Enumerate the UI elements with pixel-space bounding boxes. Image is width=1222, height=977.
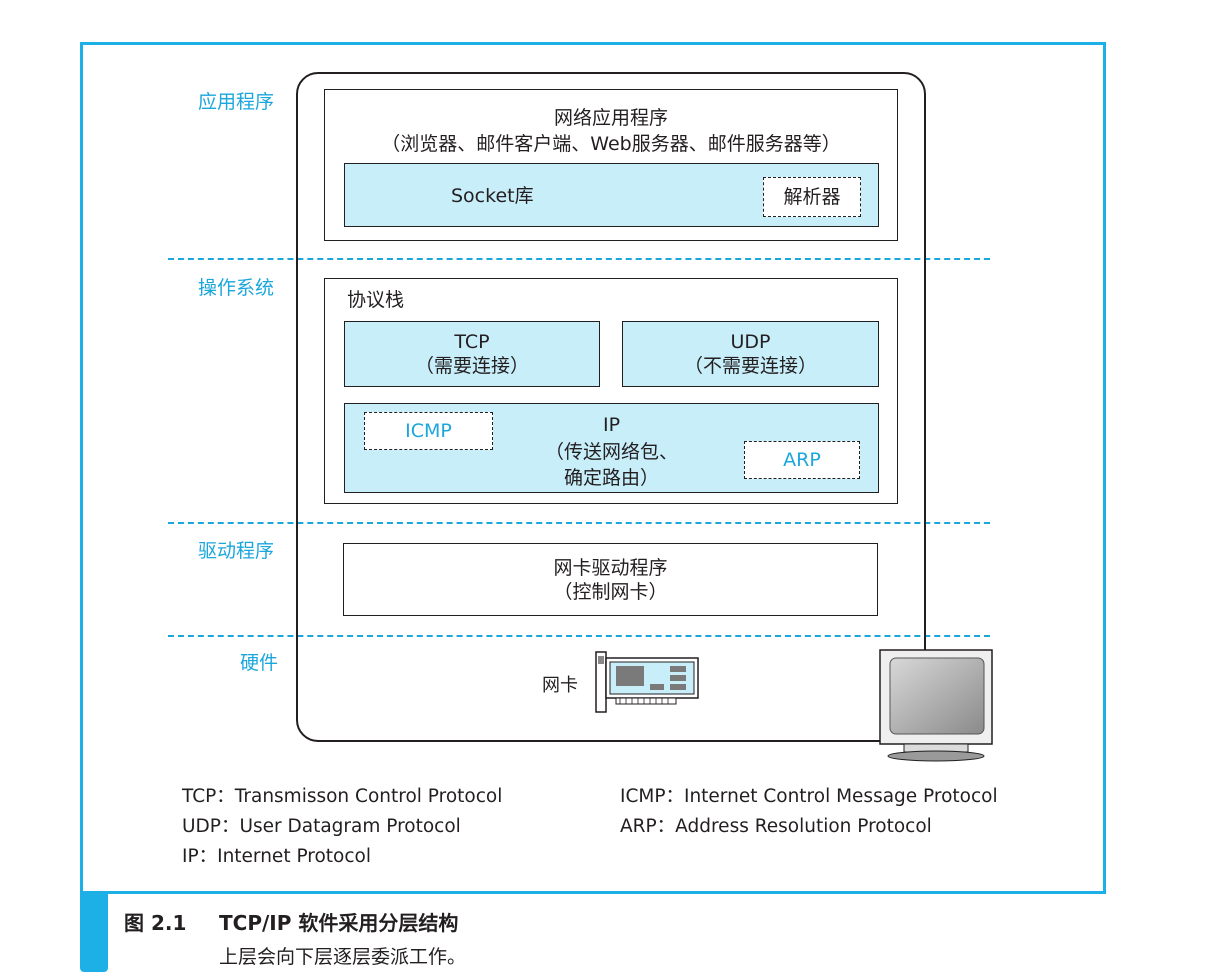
arp-box: ARP — [744, 441, 860, 479]
protocol-stack-title: 协议栈 — [347, 289, 405, 311]
figure-subtitle: 上层会向下层逐层委派工作。 — [219, 946, 467, 968]
udp-note: （不需要连接） — [683, 355, 817, 377]
caption-tab — [80, 894, 108, 972]
network-application-title: 网络应用程序 — [553, 107, 668, 129]
icmp-box: ICMP — [364, 412, 493, 450]
nic-label: 网卡 — [542, 675, 578, 696]
tcp-box: TCP （需要连接） — [344, 321, 600, 387]
legend-icmp: ICMP：Internet Control Message Protocol — [620, 786, 998, 807]
resolver-box: 解析器 — [763, 177, 861, 217]
layer-label-application: 应用程序 — [198, 91, 275, 113]
ip-box: IP （传送网络包、 确定路由） ICMP ARP — [344, 403, 879, 493]
arp-label: ARP — [783, 449, 821, 471]
layer-separator-os-driver — [168, 522, 990, 524]
icmp-label: ICMP — [405, 420, 452, 442]
tcp-note: （需要连接） — [414, 355, 529, 377]
ip-note-line-1: （传送网络包、 — [544, 441, 678, 463]
ip-note-line-2: 确定路由） — [563, 467, 659, 489]
protocol-stack-box: 协议栈 TCP （需要连接） UDP （不需要连接） IP （传送网络包、 确定… — [324, 278, 898, 504]
layer-label-os: 操作系统 — [198, 277, 275, 299]
legend-ip: IP：Internet Protocol — [182, 846, 372, 867]
figure-frame — [80, 42, 1106, 894]
legend-tcp: TCP：Transmisson Control Protocol — [182, 786, 503, 807]
socket-library-label: Socket库 — [451, 185, 534, 207]
legend-udp: UDP：User Datagram Protocol — [182, 816, 461, 837]
computer-monitor-icon — [879, 649, 993, 762]
layer-separator-app-os — [168, 258, 990, 260]
nic-driver-note: （控制网卡） — [553, 580, 668, 603]
figure-number: 图 2.1 — [124, 911, 187, 935]
tcp-label: TCP — [454, 331, 490, 353]
layer-label-driver: 驱动程序 — [198, 540, 275, 562]
network-application-subtitle: （浏览器、邮件客户端、Web服务器、邮件服务器等） — [381, 133, 841, 155]
network-card-icon — [595, 651, 699, 713]
network-application-box: 网络应用程序 （浏览器、邮件客户端、Web服务器、邮件服务器等） Socket库… — [324, 89, 898, 241]
udp-label: UDP — [730, 331, 771, 353]
udp-box: UDP （不需要连接） — [622, 321, 879, 387]
legend-arp: ARP：Address Resolution Protocol — [620, 816, 932, 837]
figure-title: TCP/IP 软件采用分层结构 — [219, 911, 459, 935]
layer-label-hardware: 硬件 — [240, 652, 279, 674]
ip-label: IP — [602, 414, 621, 436]
resolver-label: 解析器 — [783, 186, 841, 208]
socket-library-box: Socket库 解析器 — [344, 163, 879, 227]
nic-driver-box: 网卡驱动程序 （控制网卡） — [343, 543, 878, 616]
computer-outline — [296, 72, 926, 742]
nic-driver-title: 网卡驱动程序 — [553, 556, 668, 579]
layer-separator-driver-hardware — [168, 635, 990, 637]
